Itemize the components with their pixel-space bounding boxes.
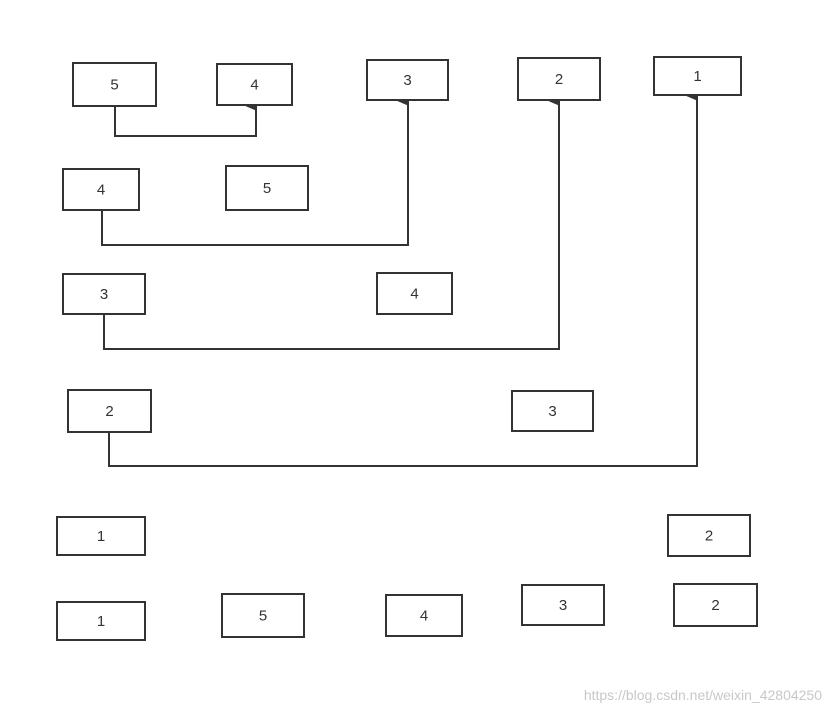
nodes-layer: 5 4 3 2 1 4 5 3 4 2 3 1 2 1 5 4 3 2 bbox=[56, 56, 758, 641]
node-box: 2 bbox=[667, 514, 751, 557]
node-box: 3 bbox=[511, 390, 594, 432]
node-box: 1 bbox=[56, 516, 146, 556]
edges-layer bbox=[101, 89, 698, 467]
node-rect bbox=[511, 390, 594, 432]
node-box: 3 bbox=[366, 59, 449, 101]
node-box: 5 bbox=[225, 165, 309, 211]
node-rect bbox=[221, 593, 305, 638]
node-box: 1 bbox=[56, 601, 146, 641]
node-label: 3 bbox=[403, 72, 411, 89]
node-box: 3 bbox=[521, 584, 605, 626]
arrow-connector bbox=[108, 89, 698, 467]
node-rect bbox=[216, 63, 293, 106]
node-label: 1 bbox=[97, 613, 105, 630]
node-label: 4 bbox=[410, 286, 418, 303]
node-rect bbox=[385, 594, 463, 637]
arrow-connector bbox=[101, 94, 409, 246]
node-box: 4 bbox=[62, 168, 140, 211]
watermark-text: https://blog.csdn.net/weixin_42804250 bbox=[584, 687, 822, 703]
node-box: 4 bbox=[385, 594, 463, 637]
node-rect bbox=[376, 272, 453, 315]
node-box: 1 bbox=[653, 56, 742, 96]
arrow-connector bbox=[114, 99, 257, 137]
node-box: 5 bbox=[221, 593, 305, 638]
node-label: 2 bbox=[105, 403, 113, 420]
node-label: 2 bbox=[711, 597, 719, 614]
node-rect bbox=[667, 514, 751, 557]
node-label: 5 bbox=[110, 77, 118, 94]
node-box: 3 bbox=[62, 273, 146, 315]
node-label: 3 bbox=[548, 403, 556, 420]
node-rect bbox=[366, 59, 449, 101]
node-box: 5 bbox=[72, 62, 157, 107]
node-rect bbox=[56, 601, 146, 641]
node-rect bbox=[72, 62, 157, 107]
node-rect bbox=[62, 168, 140, 211]
node-label: 4 bbox=[97, 182, 105, 199]
node-rect bbox=[225, 165, 309, 211]
node-rect bbox=[62, 273, 146, 315]
node-label: 2 bbox=[705, 528, 713, 545]
node-label: 4 bbox=[250, 77, 258, 94]
arrow-connector bbox=[103, 94, 560, 350]
node-rect bbox=[517, 57, 601, 101]
node-box: 4 bbox=[376, 272, 453, 315]
node-rect bbox=[56, 516, 146, 556]
node-rect bbox=[653, 56, 742, 96]
node-rect bbox=[673, 583, 758, 627]
node-label: 3 bbox=[100, 286, 108, 303]
node-label: 2 bbox=[555, 71, 563, 88]
node-label: 1 bbox=[693, 68, 701, 85]
node-box: 4 bbox=[216, 63, 293, 106]
node-box: 2 bbox=[67, 389, 152, 433]
node-label: 1 bbox=[97, 528, 105, 545]
node-rect bbox=[67, 389, 152, 433]
node-box: 2 bbox=[517, 57, 601, 101]
node-box: 2 bbox=[673, 583, 758, 627]
node-label: 3 bbox=[559, 597, 567, 614]
node-label: 5 bbox=[263, 180, 271, 197]
node-label: 4 bbox=[420, 608, 428, 625]
node-label: 5 bbox=[259, 608, 267, 625]
node-rect bbox=[521, 584, 605, 626]
